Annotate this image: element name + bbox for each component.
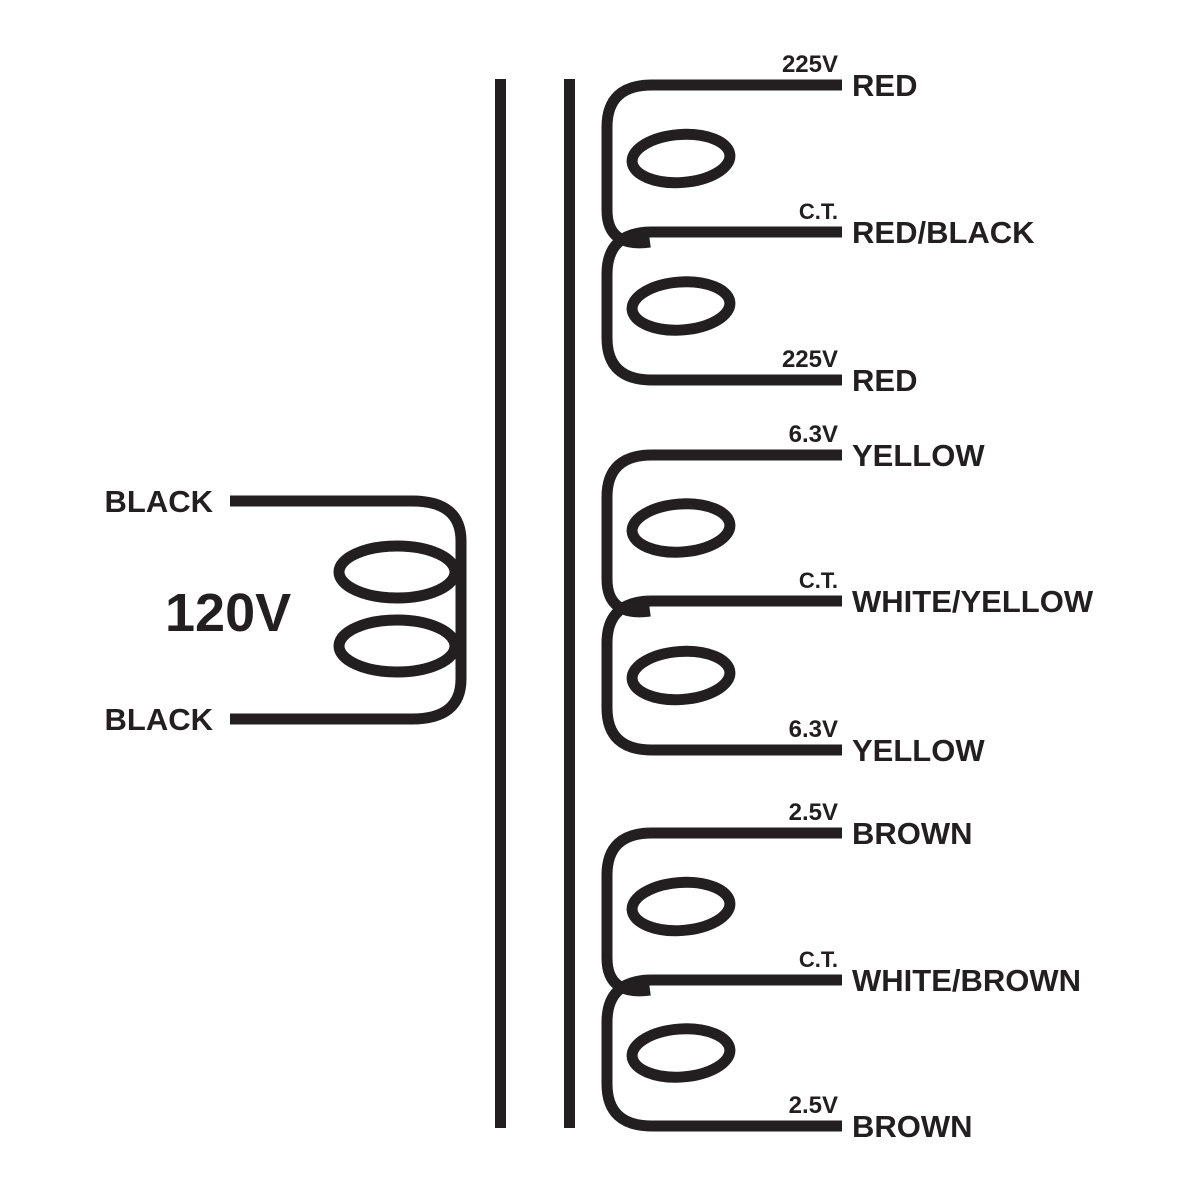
secondary-coil-loop: [626, 876, 736, 937]
primary-winding: BLACK 120V BLACK: [105, 484, 467, 737]
wire-color-label: BROWN: [852, 1109, 973, 1144]
wire-color-label: RED: [852, 68, 917, 103]
wire-color-label: YELLOW: [852, 733, 985, 768]
primary-coil-wire: [230, 495, 467, 725]
tap-voltage-label: 2.5V: [789, 1092, 838, 1119]
secondary-winding-hv: 225V RED C.T. RED/BLACK 225V RED: [601, 51, 1035, 398]
secondary-coil-wire: [601, 595, 842, 756]
tap-voltage-label: 225V: [782, 346, 838, 373]
secondary-coil-wire: [601, 974, 842, 1132]
tap-voltage-label: 225V: [782, 51, 838, 78]
secondary-coil-loop: [626, 276, 736, 336]
primary-lead-label: BLACK: [105, 702, 214, 737]
primary-voltage-label: 120V: [165, 583, 291, 643]
secondary-coil-loop: [626, 128, 736, 189]
secondary-winding-6v3: 6.3V YELLOW C.T. WHITE/YELLOW 6.3V YELLO…: [601, 421, 1094, 768]
wire-color-label: WHITE/BROWN: [852, 963, 1081, 998]
wire-color-label: RED/BLACK: [852, 215, 1035, 250]
primary-coil-loop: [333, 540, 461, 604]
wire-color-label: WHITE/YELLOW: [852, 584, 1094, 619]
center-tap-label: C.T.: [799, 568, 838, 593]
secondary-coil-wire: [601, 226, 842, 386]
wire-color-label: YELLOW: [852, 438, 985, 473]
secondary-winding-2v5: 2.5V BROWN C.T. WHITE/BROWN 2.5V BROWN: [601, 799, 1081, 1144]
secondary-coil-loop: [626, 1023, 736, 1083]
core-line-right: [564, 79, 575, 1128]
center-tap-label: C.T.: [799, 199, 838, 224]
center-tap-label: C.T.: [799, 947, 838, 972]
secondary-coil-loop: [626, 645, 736, 706]
core-line-left: [495, 79, 506, 1128]
tap-voltage-label: 6.3V: [789, 716, 838, 743]
secondary-coil-loop: [626, 498, 736, 558]
wire-color-label: BROWN: [852, 816, 973, 851]
primary-lead-label: BLACK: [105, 484, 214, 519]
tap-voltage-label: 6.3V: [789, 421, 838, 448]
transformer-core: [495, 79, 575, 1128]
tap-voltage-label: 2.5V: [789, 799, 838, 826]
primary-coil-loop: [333, 614, 461, 678]
wire-color-label: RED: [852, 363, 917, 398]
